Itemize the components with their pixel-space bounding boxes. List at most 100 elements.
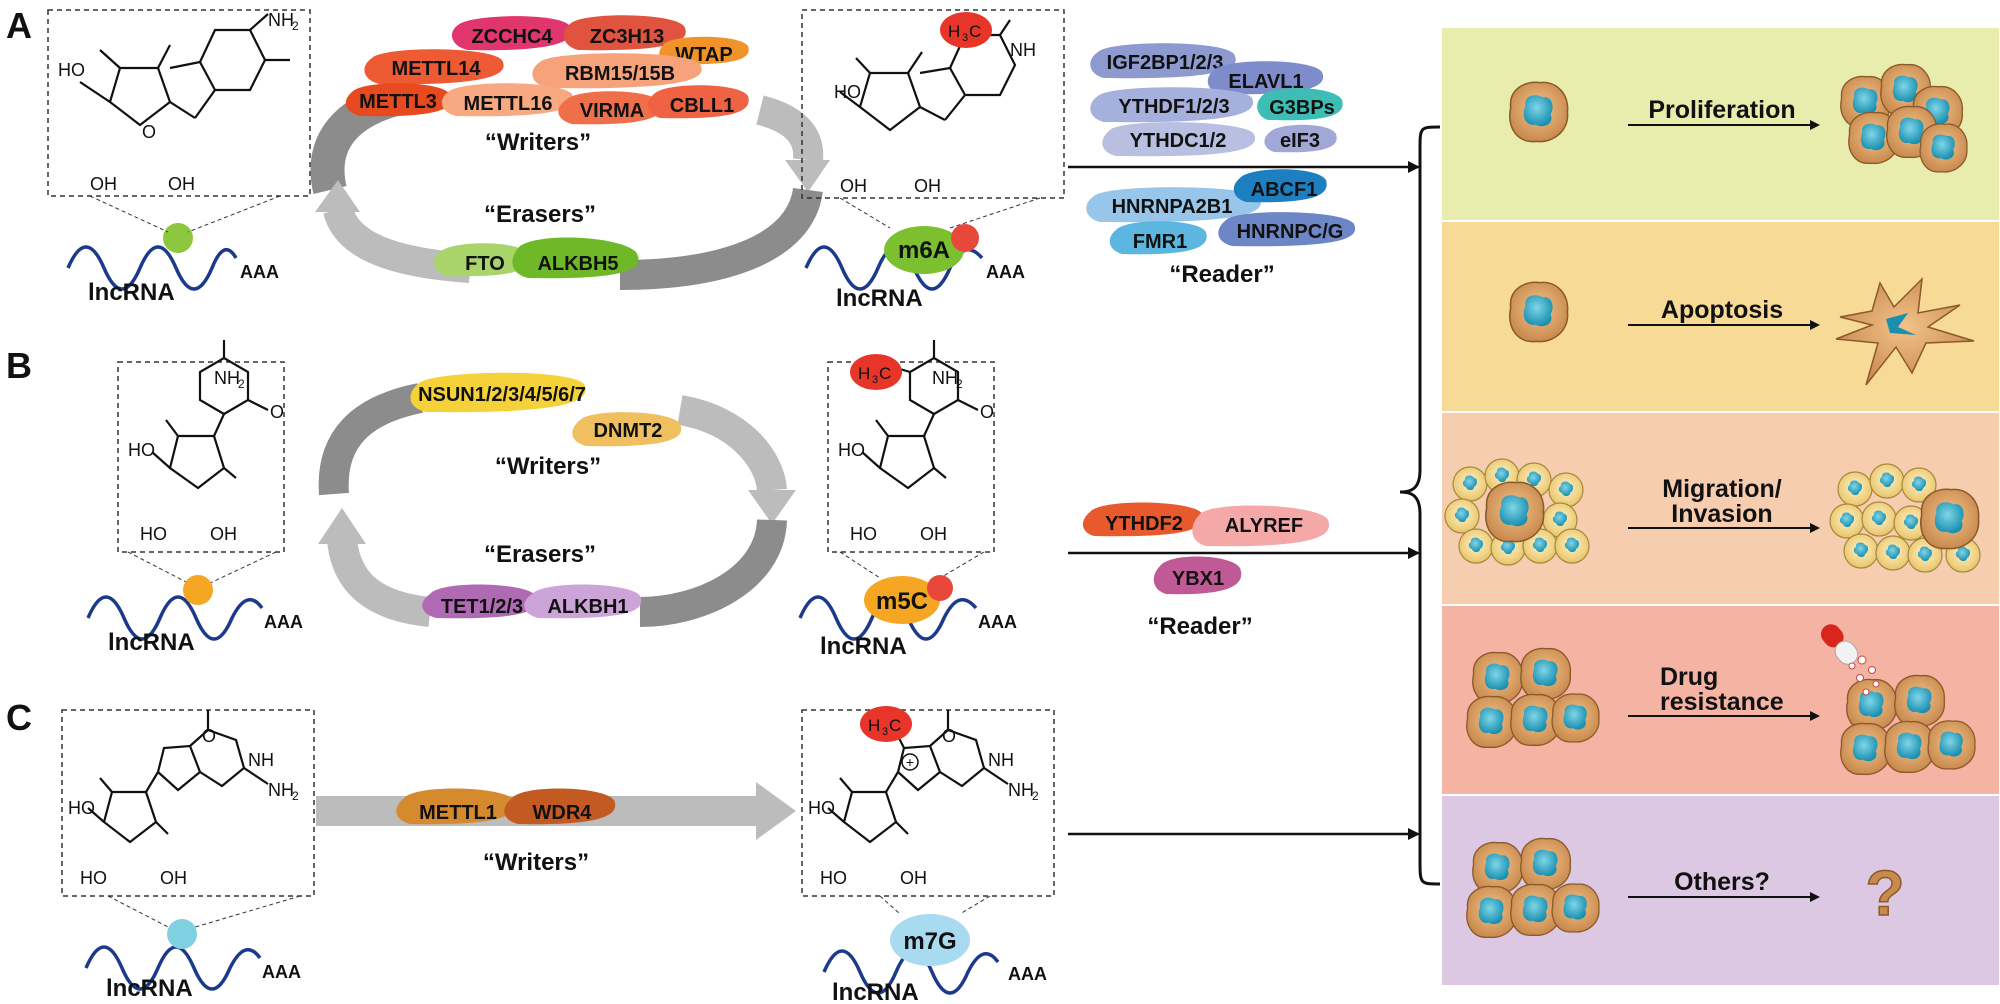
adenosine-site-dot [163, 223, 193, 253]
svg-text:C: C [879, 364, 891, 383]
svg-text:HO: HO [850, 524, 877, 544]
svg-text:HO: HO [838, 440, 865, 460]
svg-text:OH: OH [914, 176, 941, 196]
m5c-structure-box [827, 361, 995, 553]
svg-text:HO: HO [140, 524, 167, 544]
svg-text:OH: OH [90, 174, 117, 194]
svg-text:ALKBH1: ALKBH1 [547, 596, 628, 618]
methyl-group-b [850, 354, 902, 390]
svg-text:+: + [906, 754, 914, 770]
outcome-drug-resistance: Drug resistance [1466, 624, 1976, 776]
rna-strand-c [84, 945, 262, 991]
eraser-blob-alkbh5 [512, 237, 639, 279]
outcome-migration-invasion: Migration/ Invasion [1444, 458, 1981, 573]
eraser-blob-tet [422, 584, 538, 619]
writer-blob-rbm15 [532, 53, 702, 89]
rna-label-c-right: lncRNA [832, 979, 919, 1004]
svg-text:H: H [858, 364, 870, 383]
writers-label-c: “Writers” [483, 849, 589, 876]
methyl-group-a [940, 12, 992, 48]
svg-text:H: H [868, 716, 880, 735]
m7g-structure [827, 710, 1009, 844]
svg-text:YBX1: YBX1 [1172, 568, 1224, 590]
guanosine-site-dot [167, 919, 197, 949]
writer-blob-mettl14 [364, 49, 504, 85]
cytidine-structure [151, 340, 269, 490]
outcome-label-apoptosis: Apoptosis [1661, 296, 1783, 324]
svg-text:YTHDF2: YTHDF2 [1105, 513, 1183, 535]
svg-text:3: 3 [882, 726, 888, 738]
svg-text:METTL14: METTL14 [392, 58, 482, 80]
svg-text:ALKBH5: ALKBH5 [537, 253, 618, 275]
svg-text:2: 2 [956, 377, 963, 391]
writer-blob-zc3h13 [563, 15, 686, 51]
outcome-apoptosis: Apoptosis [1508, 276, 1975, 386]
svg-text:O: O [942, 726, 956, 746]
reader-blob-elavl1 [1207, 61, 1324, 95]
svg-text:OH: OH [210, 524, 237, 544]
svg-text:H: H [948, 22, 960, 41]
svg-text:ELAVL1: ELAVL1 [1228, 71, 1303, 93]
svg-text:ALYREF: ALYREF [1225, 515, 1303, 537]
writer-blob-zcchc4 [452, 16, 572, 51]
panel-c: O HO HO OH NH NH 2 AAA lncRNA METTL1 WDR… [61, 706, 1055, 1004]
svg-text:NH: NH [932, 368, 958, 388]
readers-a: IGF2BP1/2/3 ELAVL1 YTHDF1/2/3 G3BPs YTHD… [1086, 43, 1356, 255]
reader-blob-ythdf2 [1082, 502, 1203, 537]
drug-capsule-icon [1821, 624, 1859, 665]
writers-a: ZCCHC4 ZC3H13 METTL14 WTAP RBM15/15B MET… [345, 15, 749, 125]
svg-text:G3BPs: G3BPs [1269, 97, 1335, 119]
svg-text:HO: HO [58, 60, 85, 80]
methyl-group-c [860, 706, 912, 742]
reader-blob-fmr1 [1109, 221, 1207, 255]
svg-text:C: C [889, 716, 901, 735]
m6a-structure-box [801, 9, 1065, 199]
reader-blob-g3bps [1257, 88, 1343, 121]
panel-letter-b: B [6, 345, 32, 386]
svg-text:O: O [270, 402, 284, 422]
svg-text:IGF2BP1/2/3: IGF2BP1/2/3 [1107, 52, 1224, 74]
m7g-structure-box [801, 709, 1055, 897]
svg-text:C: C [969, 22, 981, 41]
outcome-label-drug: Drug [1660, 663, 1718, 691]
cycle-arrow-a-bottom [619, 187, 823, 290]
svg-text:2: 2 [292, 789, 299, 803]
reader-blob-igf2bp [1090, 43, 1236, 79]
svg-text:NSUN1/2/3/4/5/6/7: NSUN1/2/3/4/5/6/7 [418, 384, 586, 406]
svg-text:AAA: AAA [978, 612, 1017, 632]
svg-text:YTHDC1/2: YTHDC1/2 [1130, 130, 1227, 152]
rna-label-a-right: lncRNA [836, 285, 923, 312]
svg-text:AAA: AAA [1008, 964, 1047, 984]
rna-strand-a [66, 245, 238, 291]
svg-text:FTO: FTO [465, 253, 505, 275]
svg-text:METTL16: METTL16 [464, 93, 553, 115]
outcome-proliferation: Proliferation [1508, 63, 1968, 173]
svg-text:NH: NH [1010, 40, 1036, 60]
reader-label-a: “Reader” [1169, 261, 1274, 288]
m5c-site-badge [864, 576, 940, 624]
svg-text:HO: HO [808, 798, 835, 818]
writer-blob-dnmt2 [572, 412, 682, 447]
svg-text:AAA: AAA [240, 262, 279, 282]
rna-label-b-left: lncRNA [108, 629, 195, 656]
svg-text:O: O [980, 402, 994, 422]
svg-text:RBM15/15B: RBM15/15B [565, 63, 675, 85]
outcome-label-proliferation: Proliferation [1648, 96, 1795, 124]
adenosine-structure-box [47, 9, 311, 197]
reader-blob-ythdc [1102, 122, 1256, 157]
svg-text:NH: NH [1008, 780, 1034, 800]
svg-text:HO: HO [68, 798, 95, 818]
rna-strand-b [86, 595, 264, 641]
svg-text:O: O [142, 122, 156, 142]
svg-text:FMR1: FMR1 [1133, 231, 1187, 253]
guanosine-structure [87, 710, 269, 844]
rna-label-c-left: lncRNA [106, 975, 193, 1002]
writer-blob-mettl16 [441, 83, 574, 117]
rna-label-a-left: lncRNA [88, 279, 175, 306]
svg-text:HNRNPC/G: HNRNPC/G [1237, 221, 1344, 243]
svg-text:HO: HO [80, 868, 107, 888]
svg-text:HNRNPA2B1: HNRNPA2B1 [1112, 196, 1233, 218]
writer-blob-wdr4 [504, 788, 616, 825]
guanosine-structure-box [61, 709, 315, 897]
